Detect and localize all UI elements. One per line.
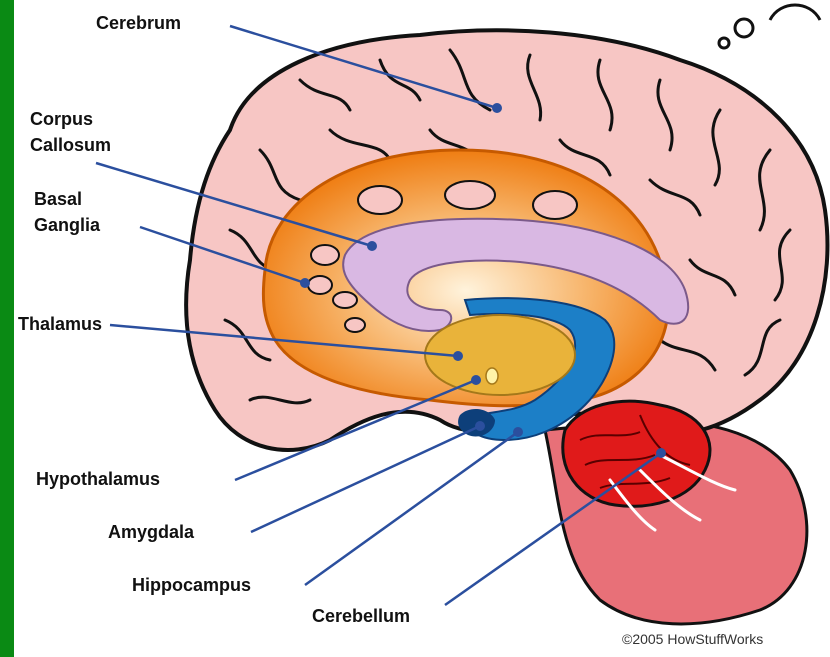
label-thalamus: Thalamus bbox=[18, 313, 102, 335]
cerebellum-shape bbox=[563, 401, 710, 506]
label-hippocampus: Hippocampus bbox=[132, 574, 251, 596]
label-corpus-callosum-line2: Callosum bbox=[30, 134, 111, 156]
label-cerebellum: Cerebellum bbox=[312, 605, 410, 627]
copyright-notice: ©2005 HowStuffWorks bbox=[622, 631, 763, 647]
thought-bubbles bbox=[719, 5, 820, 48]
label-corpus-callosum-line1: Corpus bbox=[30, 108, 93, 130]
label-hypothalamus: Hypothalamus bbox=[36, 468, 160, 490]
hypothalamus-shape bbox=[486, 368, 498, 384]
hippocampus-leader bbox=[305, 432, 518, 585]
label-cerebrum: Cerebrum bbox=[96, 12, 181, 34]
label-basal-ganglia-line1: Basal bbox=[34, 188, 82, 210]
label-basal-ganglia-line2: Ganglia bbox=[34, 214, 100, 236]
label-amygdala: Amygdala bbox=[108, 521, 194, 543]
